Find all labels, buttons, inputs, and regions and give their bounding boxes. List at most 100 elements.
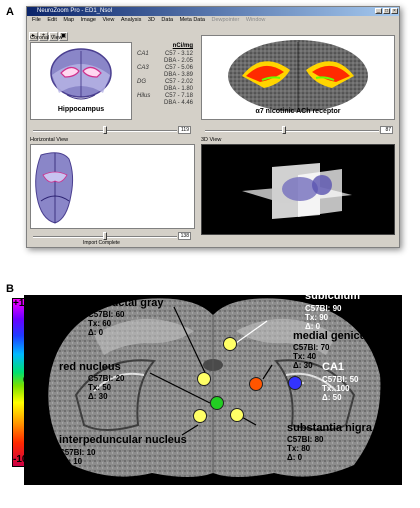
dot-interpeduncular-nucleus[interactable]	[193, 409, 207, 423]
menu-edit[interactable]: Edit	[47, 17, 57, 23]
horizontal-view[interactable]	[30, 144, 195, 229]
region-label: CA1	[137, 51, 149, 57]
label-subiculum: subiculum	[305, 290, 361, 302]
table-row: DG C57 - 2.02	[137, 79, 193, 86]
slider-thumb[interactable]	[282, 126, 286, 134]
menu-3d[interactable]: 3D	[147, 17, 155, 23]
close-button[interactable]: ×	[391, 8, 398, 14]
horizontal-slice-slider[interactable]: 138	[33, 232, 191, 240]
stat-delta: Δ: 0	[59, 466, 75, 475]
menu-file[interactable]: File	[32, 17, 41, 23]
menu-view[interactable]: View	[102, 17, 115, 23]
slice-number-field[interactable]: 87	[380, 126, 393, 134]
coronal-hippocampus-view[interactable]: Hippocampus	[30, 42, 132, 120]
stat-delta: Δ: 50	[322, 393, 342, 402]
menu-meta-data[interactable]: Meta Data	[179, 17, 205, 23]
select-tool-icon[interactable]: ▸	[29, 32, 38, 41]
stat-tx: Tx: 50	[88, 383, 112, 392]
slider-track	[205, 130, 379, 132]
menu-bar: File Edit Map Image View Analysis 3D Dat…	[27, 16, 399, 24]
toolbar: ▸+−▣	[29, 24, 69, 41]
stat-tx: Tx: 80	[287, 444, 311, 453]
dot-subiculum[interactable]	[223, 337, 237, 351]
horizontal-section-image	[35, 152, 74, 224]
stats-medial-geniculate: C57Bl: 70 Tx: 40 Δ: 30	[293, 343, 329, 370]
minimize-button[interactable]: _	[375, 8, 382, 14]
stat-c57bl: C57Bl: 90	[305, 304, 342, 313]
region-label: Hilus	[137, 93, 151, 99]
status-bar: Import Complete	[27, 239, 399, 247]
stat-c57bl: C57Bl: 80	[287, 435, 324, 444]
menu-data[interactable]: Data	[161, 17, 174, 23]
menu-analysis[interactable]: Analysis	[120, 17, 142, 23]
stat-tx: Tx: 90	[305, 313, 329, 322]
receptor-section-image	[228, 40, 368, 112]
status-text: Import Complete	[83, 240, 120, 246]
zoom-in-icon[interactable]: +	[39, 32, 48, 41]
stat-delta: Δ: 0	[88, 328, 104, 337]
3d-view-label: 3D View	[201, 137, 222, 143]
stat-tx: Tx: 60	[88, 319, 112, 328]
dot-medial-geniculate[interactable]	[249, 377, 263, 391]
slice-number-field[interactable]: 138	[178, 232, 191, 240]
region-label: CA3	[137, 65, 149, 71]
table-value: C57 - 2.02	[164, 79, 193, 85]
label-red-nucleus: red nucleus	[59, 361, 121, 373]
table-row: DBA - 3.89	[137, 72, 193, 79]
table-value: C57 - 7.18	[164, 93, 193, 99]
table-row: Hilus C57 - 7.18	[137, 93, 193, 100]
stat-c57bl: C57Bl: 10	[59, 448, 96, 457]
panel-a-label: A	[6, 6, 14, 18]
menu-dewpointer: Dewpointer	[211, 17, 240, 23]
coronal-receptor-map-view[interactable]: α7 nicotinic ACh receptor	[201, 35, 395, 120]
table-row: DBA - 4.46	[137, 100, 193, 107]
label-ca1: CA1	[322, 361, 345, 373]
stat-tx: Tx: 10	[59, 457, 83, 466]
slider-thumb[interactable]	[103, 126, 107, 134]
stats-periaqueductal-gray: C57Bl: 60 Tx: 60 Δ: 0	[88, 310, 124, 337]
slice-number-field[interactable]: 119	[178, 126, 191, 134]
stats-ca1: C57Bl: 50 Tx: 100 Δ: 50	[322, 375, 358, 402]
coronal-brain-section	[24, 295, 402, 485]
label-interpeduncular-nucleus: interpeduncular nucleus	[59, 434, 187, 446]
receptor-slice-slider[interactable]: 87	[205, 126, 393, 134]
dot-substantia-nigra[interactable]	[230, 408, 244, 422]
label-medial-geniculate: medial geniculate	[293, 330, 386, 342]
neurozoom-window: NeuroZoom Pro - ED1_Nsol _ □ × File Edit…	[26, 6, 400, 248]
panel-b-label: B	[6, 283, 14, 295]
dot-ca1[interactable]	[288, 376, 302, 390]
coronal-slice-slider[interactable]: 119	[33, 126, 191, 134]
stats-interpeduncular-nucleus: C57Bl: 10 Tx: 10 Δ: 0	[59, 448, 95, 475]
brain-map-panel	[24, 295, 402, 485]
stat-tx: Tx: 100	[322, 384, 350, 393]
hippocampus-section-image	[50, 48, 112, 100]
stat-c57bl: C57Bl: 60	[88, 310, 125, 319]
table-row: DBA - 2.05	[137, 58, 193, 65]
slider-thumb[interactable]	[103, 232, 107, 240]
table-value: DBA - 1.80	[163, 86, 193, 92]
table-value: DBA - 4.46	[163, 100, 193, 106]
label-periaqueductal-gray: periaqueductal gray	[59, 297, 164, 309]
stat-c57bl: C57Bl: 20	[88, 374, 125, 383]
table-value: DBA - 2.05	[163, 58, 193, 64]
maximize-button[interactable]: □	[383, 8, 390, 14]
table-value: DBA - 3.89	[163, 72, 193, 78]
region-label: DG	[137, 79, 146, 85]
window-title: NeuroZoom Pro - ED1_Nsol	[37, 8, 113, 14]
receptor-caption: α7 nicotinic ACh receptor	[255, 108, 341, 115]
stat-delta: Δ: 0	[287, 453, 303, 462]
fit-icon[interactable]: ▣	[59, 32, 68, 41]
stats-substantia-nigra: C57Bl: 80 Tx: 80 Δ: 0	[287, 435, 323, 462]
zoom-out-icon[interactable]: −	[49, 32, 58, 41]
dot-periaqueductal-gray[interactable]	[197, 372, 211, 386]
dot-red-nucleus[interactable]	[210, 396, 224, 410]
stat-c57bl: C57Bl: 70	[293, 343, 330, 352]
menu-image[interactable]: Image	[80, 17, 96, 23]
3d-view[interactable]	[201, 144, 395, 235]
menu-map[interactable]: Map	[63, 17, 75, 23]
stat-delta: Δ: 30	[293, 361, 313, 370]
horizontal-view-label: Horizontal View	[30, 137, 69, 143]
